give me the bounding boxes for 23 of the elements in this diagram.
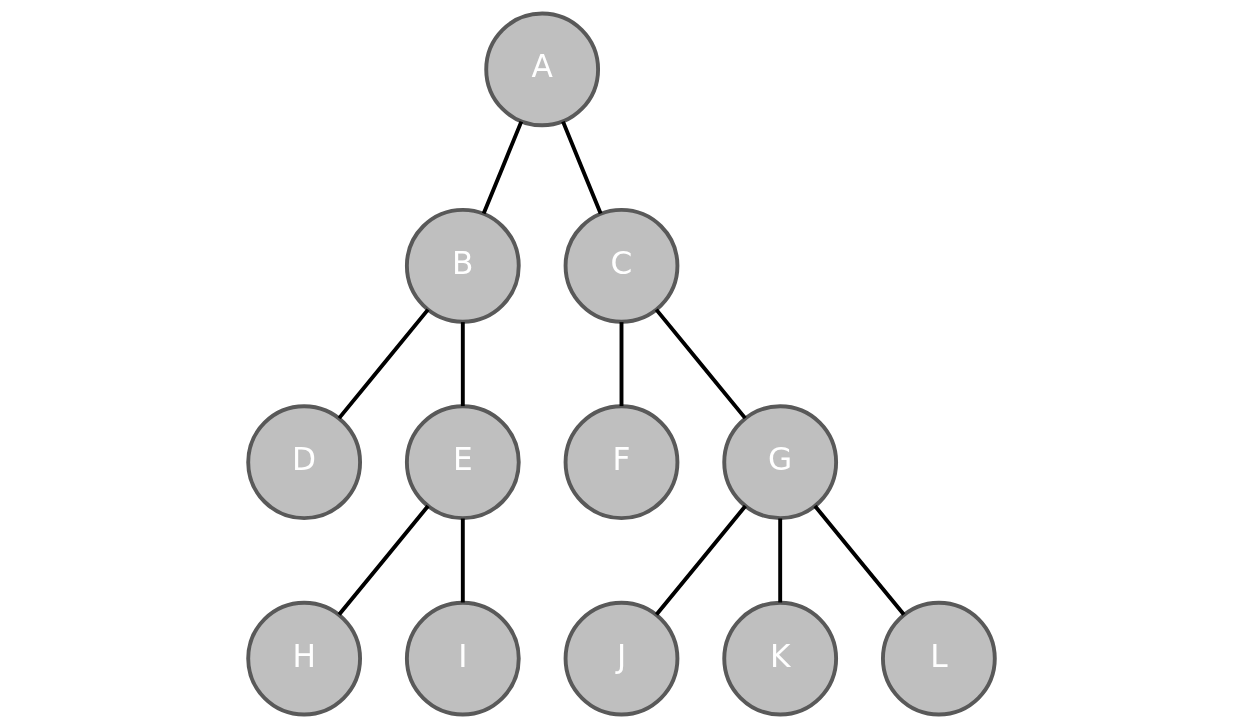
node-circle: K [721, 600, 838, 717]
node-circle: L [880, 600, 997, 717]
connector [813, 504, 905, 616]
node-circle: D [245, 404, 362, 521]
node-circle: A [483, 11, 600, 128]
connector [619, 322, 623, 407]
connector [654, 504, 747, 616]
connector [560, 120, 602, 215]
connector [460, 518, 465, 603]
node-circle: B [404, 207, 521, 324]
connector [777, 518, 782, 603]
connector [460, 322, 465, 407]
node-circle: H [245, 600, 362, 717]
connector [337, 308, 429, 420]
node-circle: C [563, 207, 679, 324]
connector [481, 120, 523, 215]
node-circle: I [404, 600, 521, 717]
node-circle: F [563, 404, 679, 521]
node-circle: J [563, 600, 679, 717]
node-circle: E [404, 404, 521, 521]
node-circle: G [721, 404, 838, 521]
connector [337, 504, 429, 616]
connector [654, 308, 747, 420]
